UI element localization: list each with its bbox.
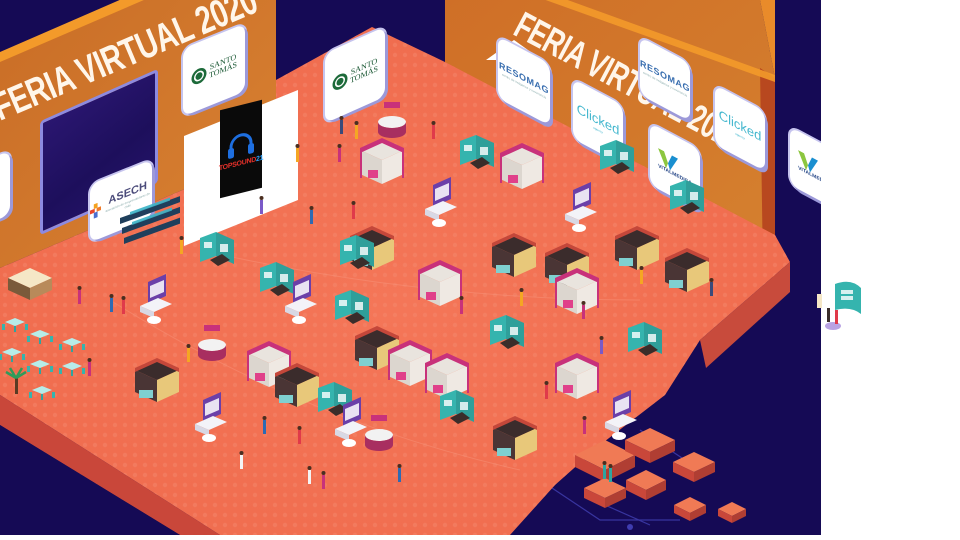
- sponsor-asech[interactable]: ASECH asociación de emprendedores de chi…: [90, 159, 152, 243]
- santo-tomas-logo: SANTO TOMÁS: [191, 52, 237, 88]
- floating-teal-booth[interactable]: [817, 278, 861, 338]
- resomag-logo: RESOMAG centro de imágenes y resonancia: [499, 60, 549, 102]
- santo-tomas-logo-2: SANTO TOMÁS: [332, 56, 378, 93]
- santo-tomas-seal-icon: [191, 67, 207, 85]
- vitalmedica-v-icon: [798, 149, 819, 172]
- booth-pink-hotspot[interactable]: [360, 140, 404, 184]
- asech-puzzle-icon: [90, 202, 102, 219]
- booth-teal-hotspot[interactable]: [460, 135, 494, 169]
- sponsor-vitalmedica-2[interactable]: VITALMEDICA: [790, 126, 821, 212]
- clicked-name: Clicked: [576, 100, 620, 139]
- headphones-icon: [228, 132, 254, 159]
- sponsor-santo-tomas-wall[interactable]: SANTO TOMÁS: [183, 23, 245, 117]
- clicked-logo: Clicked agency: [719, 107, 762, 150]
- resomag-logo: RESOMAG centro de imágenes y resonancia: [640, 58, 690, 100]
- vitalmedica-logo: VITALMEDICA: [798, 149, 821, 188]
- sponsor-vitalmedica-1[interactable]: VITALMEDICA: [650, 122, 700, 212]
- santo-tomas-seal-icon: [332, 73, 348, 90]
- asech-logo: ASECH asociación de emprendedores de chi…: [90, 178, 152, 223]
- sponsor-santo-tomas-standee[interactable]: SANTO TOMÁS: [325, 26, 385, 124]
- vitalmedica-logo: VITALMEDICA: [658, 147, 692, 186]
- vitalmedica-v-icon: [658, 147, 679, 170]
- sponsor-topsound[interactable]: TOPSOUND21: [219, 99, 263, 199]
- virtual-fair-scene: FERIA VIRTUAL 2020 FERIA VIRTUAL 2020 SA…: [0, 0, 821, 535]
- clicked-logo: Clicked agency: [577, 101, 620, 144]
- clicked-name: Clicked: [718, 106, 762, 145]
- booth-brown-hotspot[interactable]: [492, 235, 536, 277]
- booth-purple-hotspot[interactable]: [140, 282, 172, 324]
